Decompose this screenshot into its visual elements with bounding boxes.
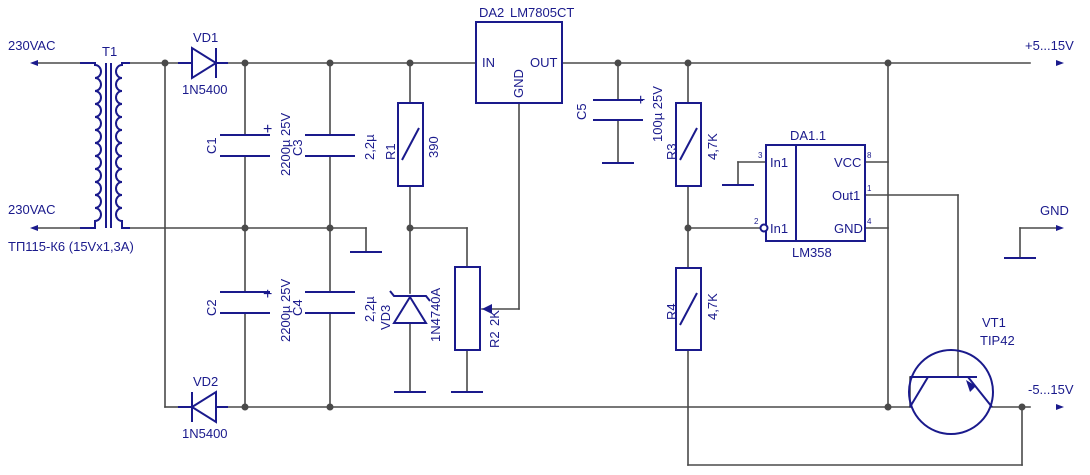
port-label-ac-top: 230VAC xyxy=(8,38,55,53)
capacitor-c4: C4 2,2µ xyxy=(290,291,377,322)
plus-icon: + xyxy=(263,286,272,303)
port-pos-out: +5...15V xyxy=(1025,38,1074,66)
capacitor-c1: + C1 2200µ 25V xyxy=(204,113,293,176)
da1-pin-in-neg: In1 xyxy=(770,221,788,236)
r1-ref: R1 xyxy=(383,143,398,160)
da1-pinnum-3: 3 xyxy=(758,151,763,160)
r1-value: 390 xyxy=(426,136,441,158)
port-label-pos-out: +5...15V xyxy=(1025,38,1074,53)
c3-ref: C3 xyxy=(290,139,305,156)
resistor-r1: R1 390 xyxy=(383,102,441,187)
capacitor-c5: + C5 100µ 25V xyxy=(574,86,665,142)
da1-pinnum-8: 8 xyxy=(867,151,872,160)
port-neg-out: -5...15V xyxy=(1028,382,1074,410)
capacitor-c3: C3 2,2µ xyxy=(290,134,377,160)
opamp-da1: DA1.1 LM358 In1 In1 VCC Out1 GND 3 2 8 1… xyxy=(754,128,872,260)
diode-vd1: VD1 1N5400 xyxy=(178,30,228,97)
da2-value: LM7805CT xyxy=(510,5,574,20)
emitter-arrow-icon xyxy=(966,380,976,392)
da1-pinnum-1: 1 xyxy=(867,184,872,193)
da1-value: LM358 xyxy=(792,245,832,260)
r3-ref: R3 xyxy=(664,143,679,160)
port-label-neg-out: -5...15V xyxy=(1028,382,1074,397)
junction-dots xyxy=(161,59,1026,411)
vd1-ref: VD1 xyxy=(193,30,218,45)
transistor-vt1: VT1 TIP42 xyxy=(908,315,1015,435)
c5-ref: C5 xyxy=(574,103,589,120)
da1-pin-vcc: VCC xyxy=(834,155,861,170)
port-gnd: GND xyxy=(1040,203,1069,231)
da1-ref: DA1.1 xyxy=(790,128,826,143)
r2-value: 2K xyxy=(487,310,502,326)
diode-vd2: VD2 1N5400 xyxy=(178,374,228,441)
c1-ref: C1 xyxy=(204,137,219,154)
potentiometer-r2: R2 2K xyxy=(454,266,502,351)
arrow-right-icon xyxy=(1056,225,1064,231)
vd2-value: 1N5400 xyxy=(182,426,228,441)
da2-pin-in: IN xyxy=(482,55,495,70)
ground-symbols xyxy=(350,162,1036,393)
plus-icon: + xyxy=(263,121,272,138)
c2-value: 2200µ 25V xyxy=(278,279,293,342)
transformer-t1: T1 ТП115-К6 (15Vx1,3A) xyxy=(8,44,134,254)
da1-pinnum-4: 4 xyxy=(867,217,872,226)
vt1-value: TIP42 xyxy=(980,333,1015,348)
arrow-right-icon xyxy=(1056,60,1064,66)
regulator-da2: DA2 LM7805CT IN OUT GND xyxy=(475,5,574,104)
c5-value: 100µ 25V xyxy=(650,86,665,142)
da1-pin-gnd: GND xyxy=(834,221,863,236)
vt1-ref: VT1 xyxy=(982,315,1006,330)
c2-ref: C2 xyxy=(204,299,219,316)
vd3-ref: VD3 xyxy=(378,305,393,330)
t1-ref: T1 xyxy=(102,44,117,59)
c1-value: 2200µ 25V xyxy=(278,113,293,176)
c4-value: 2,2µ xyxy=(362,296,377,322)
c4-ref: C4 xyxy=(290,299,305,316)
arrow-left-icon xyxy=(30,60,38,66)
arrow-right-icon xyxy=(1056,404,1064,410)
r2-ref: R2 xyxy=(487,331,502,348)
port-ac-bottom: 230VAC xyxy=(8,202,81,231)
da2-ref: DA2 xyxy=(479,5,504,20)
inverting-bubble-icon xyxy=(759,223,769,233)
resistor-r3: R3 4,7K xyxy=(664,102,720,187)
da1-pin-out: Out1 xyxy=(832,188,860,203)
capacitor-c2: + C2 2200µ 25V xyxy=(204,279,293,342)
port-label-ac-bottom: 230VAC xyxy=(8,202,55,217)
r4-value: 4,7K xyxy=(705,293,720,320)
da1-pin-in-pos: In1 xyxy=(770,155,788,170)
c3-value: 2,2µ xyxy=(362,134,377,160)
vd2-ref: VD2 xyxy=(193,374,218,389)
wires xyxy=(129,62,1061,466)
resistor-r4: R4 4,7K xyxy=(664,267,720,351)
plus-icon: + xyxy=(636,92,645,109)
arrow-left-icon xyxy=(30,225,38,231)
da2-pin-gnd: GND xyxy=(511,69,526,98)
wiper-arrow-icon xyxy=(482,304,492,314)
port-label-gnd: GND xyxy=(1040,203,1069,218)
da1-pinnum-2: 2 xyxy=(754,217,759,226)
zener-vd3: VD3 1N4740A xyxy=(378,287,443,342)
port-ac-top: 230VAC xyxy=(8,38,81,66)
r3-value: 4,7K xyxy=(705,133,720,160)
da2-pin-out: OUT xyxy=(530,55,558,70)
r4-ref: R4 xyxy=(664,303,679,320)
vd3-value: 1N4740A xyxy=(428,287,443,342)
t1-value: ТП115-К6 (15Vx1,3A) xyxy=(8,239,134,254)
vd1-value: 1N5400 xyxy=(182,82,228,97)
